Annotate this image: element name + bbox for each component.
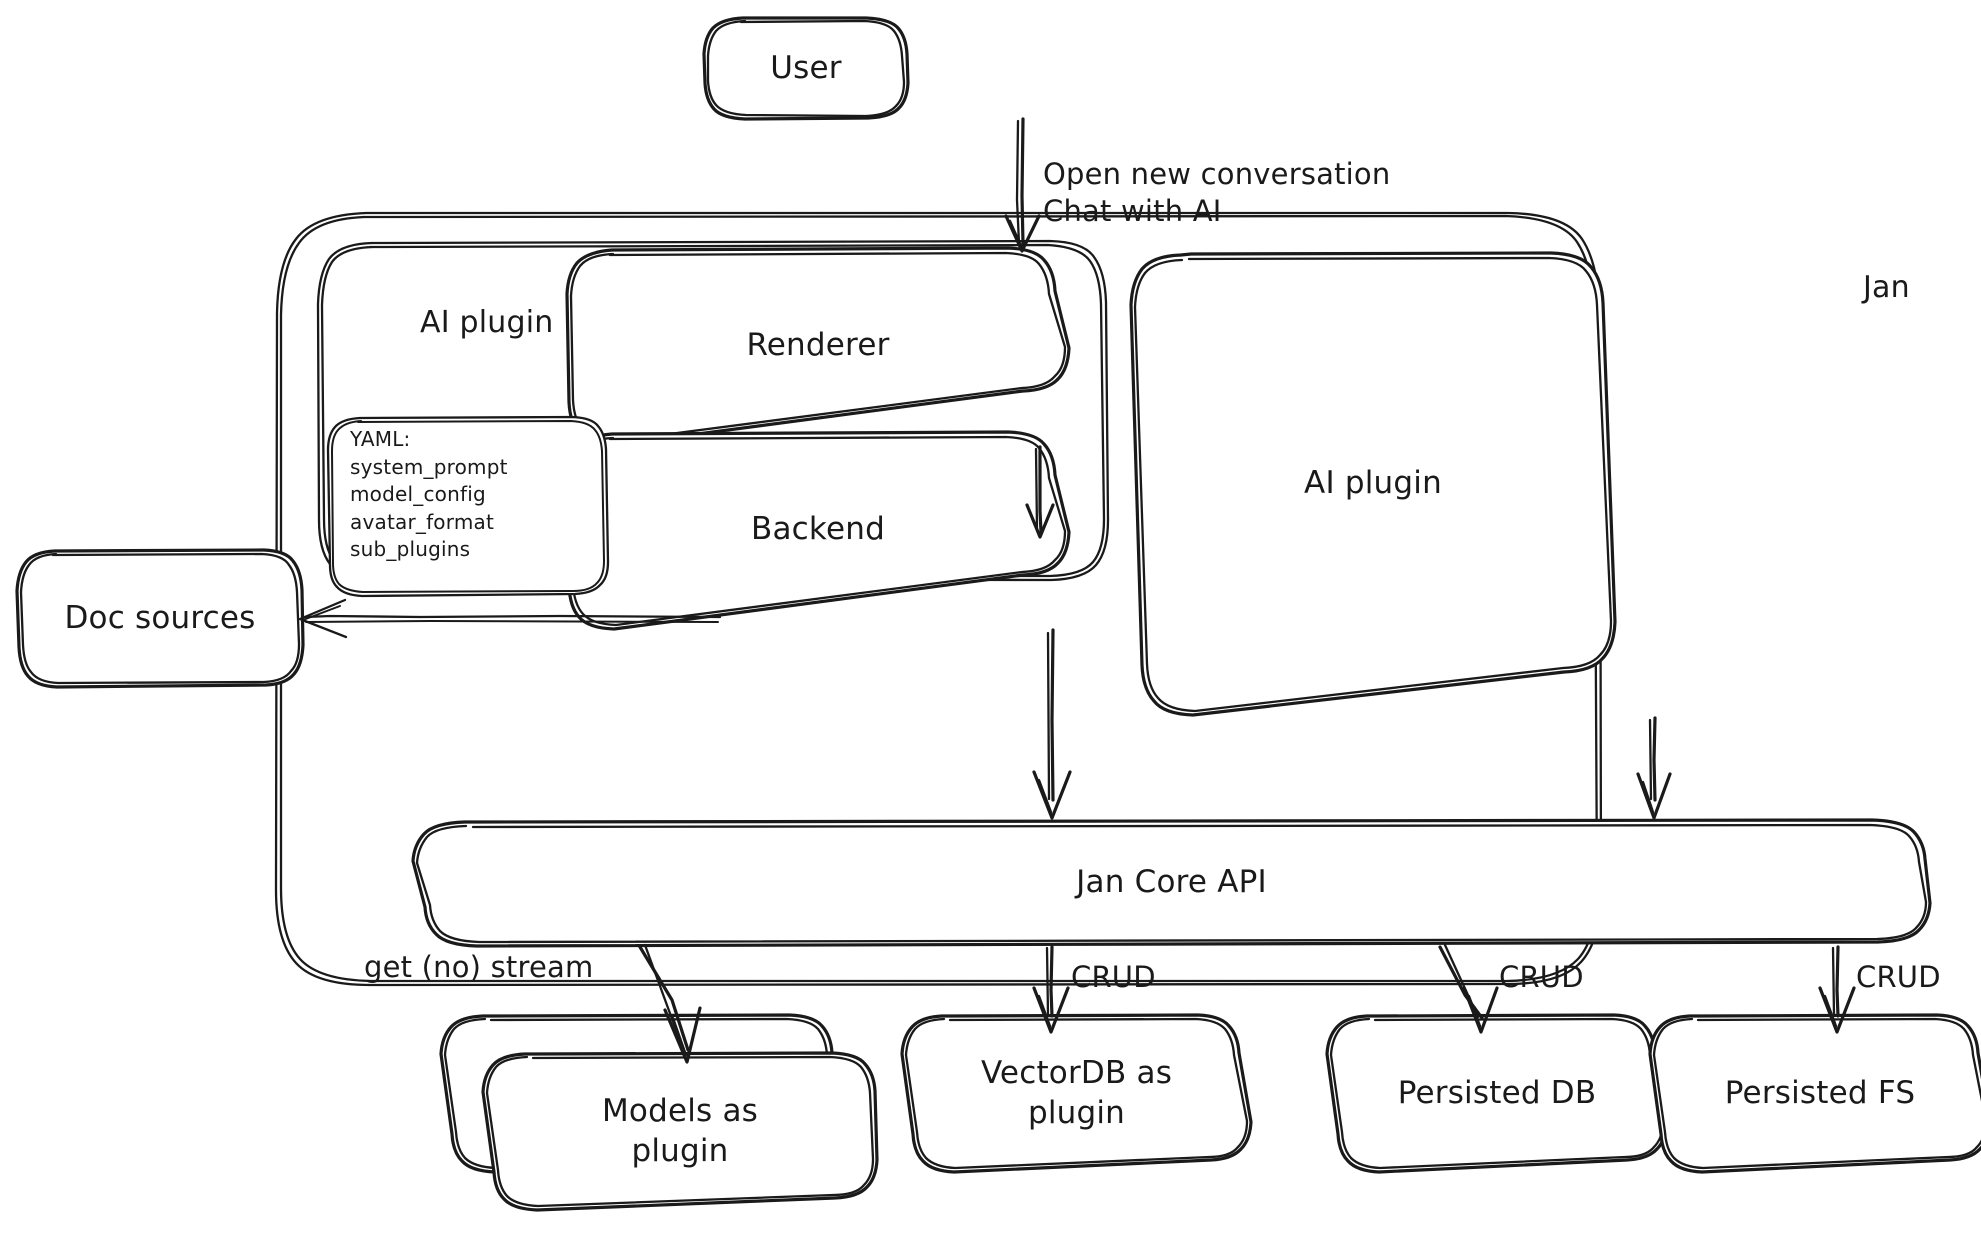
edge-label-open-new-conversation: Open new conversation Chat with AI: [1043, 157, 1391, 229]
edge-label-crud-persisted-db: CRUD: [1499, 960, 1584, 994]
edge-api-to-persisted-fs: [1818, 945, 1856, 1034]
yaml-card-shape: [326, 415, 610, 598]
persisted-db-node[interactable]: Persisted DB: [1327, 1015, 1667, 1173]
edge-backend-to-doc-sources: [298, 598, 722, 639]
ai-plugin-group-shape: [316, 239, 1110, 582]
ai-plugin-group-label: AI plugin: [420, 305, 554, 340]
edge-label-crud-persisted-fs: CRUD: [1856, 960, 1941, 994]
persisted-db-node-label: Persisted DB: [1397, 1075, 1597, 1112]
ai-plugin-box-shape: [1129, 251, 1617, 717]
vectordb-as-plugin-node[interactable]: VectorDB as plugin: [902, 1015, 1251, 1173]
backend-node[interactable]: Backend: [567, 432, 1069, 628]
vectordb-as-plugin-shape: [900, 1013, 1253, 1174]
user-node[interactable]: User: [704, 18, 908, 119]
edge-api-to-models: [638, 943, 702, 1064]
models-as-plugin-node-label: Models as plugin: [601, 1093, 759, 1169]
edge-user-to-renderer: [1004, 117, 1041, 253]
persisted-fs-shape: [1648, 1013, 1981, 1174]
persisted-db-shape: [1325, 1013, 1669, 1174]
edge-ai-plugin-to-jan-core-api: [1636, 716, 1672, 820]
doc-sources-node[interactable]: Doc sources: [17, 550, 303, 687]
edge-renderer-to-backend: [1025, 445, 1055, 539]
ai-plugin-node[interactable]: AI plugin: [1131, 253, 1615, 715]
jan-container-shape: [274, 211, 1603, 987]
models-as-plugin-inner-shape: [481, 1051, 879, 1212]
doc-sources-box-shape: [15, 548, 305, 689]
persisted-fs-node-label: Persisted FS: [1724, 1075, 1916, 1112]
doc-sources-node-label: Doc sources: [64, 599, 256, 636]
edge-api-to-vectordb: [1032, 945, 1070, 1034]
user-node-label: User: [770, 49, 842, 86]
jan-core-api-shape: [411, 818, 1932, 948]
vectordb-as-plugin-node-label: VectorDB as plugin: [980, 1055, 1173, 1131]
edge-label-crud-vectordb: CRUD: [1071, 960, 1156, 994]
renderer-node[interactable]: Renderer: [567, 248, 1069, 444]
renderer-box-shape: [565, 246, 1071, 447]
edge-label-get-no-stream: get (no) stream: [364, 950, 594, 984]
jan-core-api-node-label: Jan Core API: [1076, 864, 1267, 901]
user-box-shape: [702, 16, 910, 121]
edge-backend-to-jan-core-api: [1032, 628, 1072, 820]
yaml-config-card: YAML: system_prompt model_config avatar_…: [350, 427, 508, 562]
edge-api-to-persisted-db: [1438, 943, 1499, 1034]
persisted-fs-node[interactable]: Persisted FS: [1650, 1015, 1981, 1173]
jan-container-label: Jan: [1863, 270, 1910, 305]
renderer-node-label: Renderer: [746, 327, 890, 364]
backend-node-label: Backend: [751, 511, 885, 548]
jan-core-api-node[interactable]: Jan Core API: [413, 820, 1930, 946]
ai-plugin-node-label: AI plugin: [1304, 465, 1442, 502]
models-as-plugin-node[interactable]: Models as plugin: [483, 1053, 877, 1211]
